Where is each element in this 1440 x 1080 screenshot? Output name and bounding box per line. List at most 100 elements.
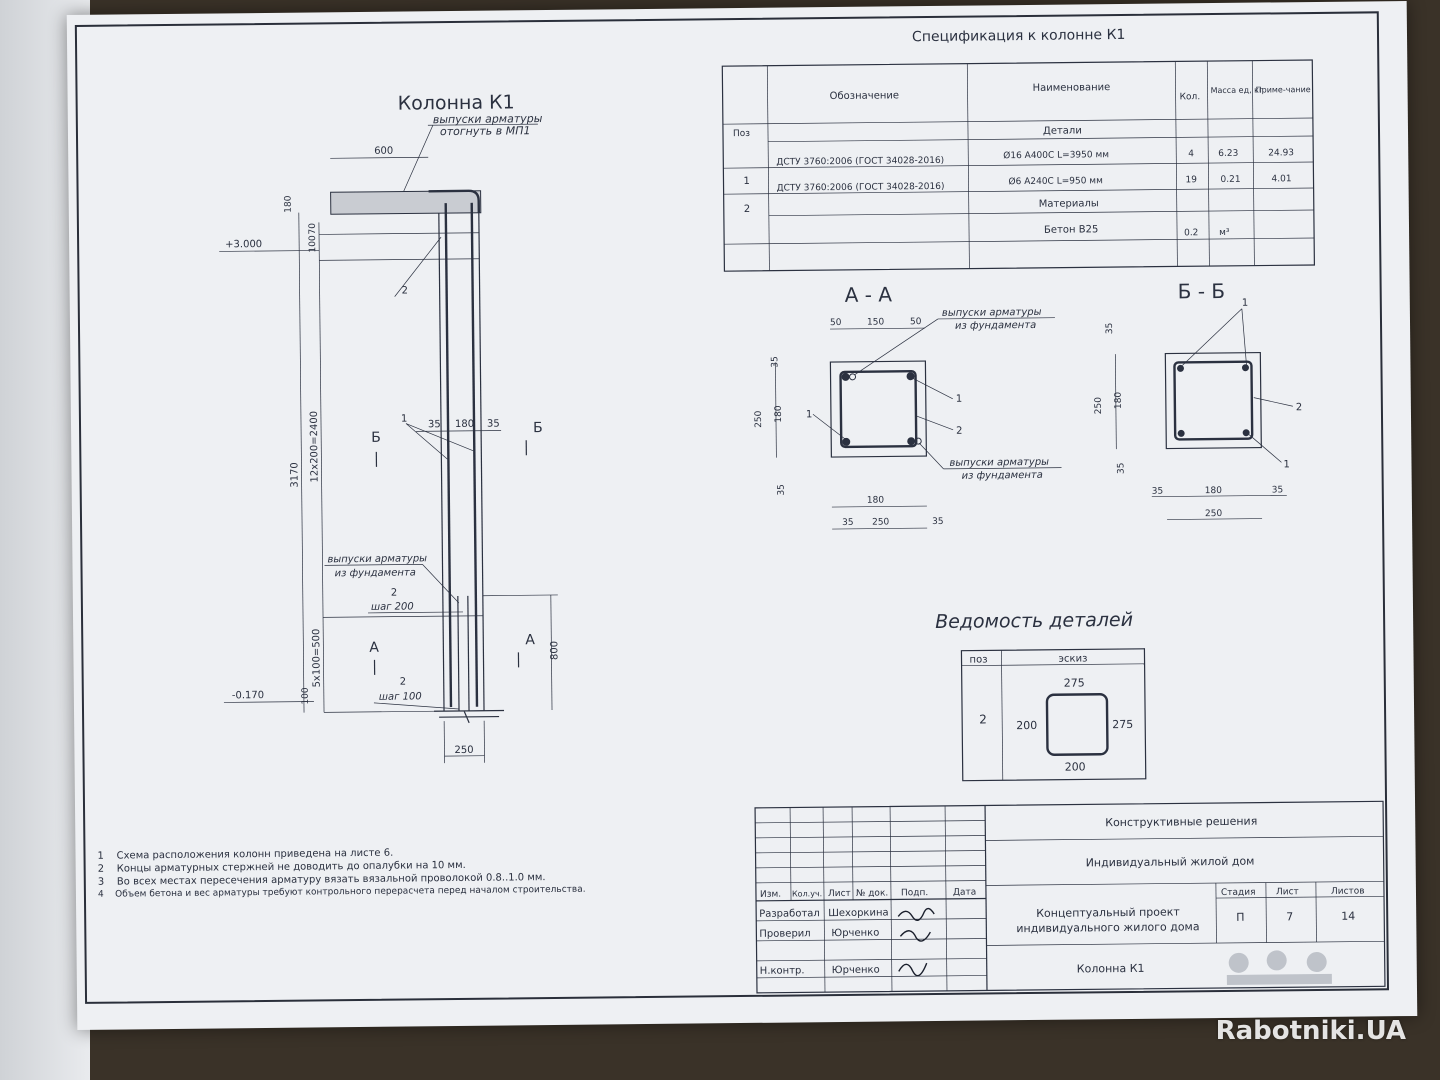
spec-material-unit: м³ xyxy=(1219,228,1230,238)
column-callout-top-2: отогнуть в МП1 xyxy=(440,124,531,138)
spec-h-pos: Поз xyxy=(733,129,750,139)
section-b-p1a-leader-2 xyxy=(1241,308,1247,365)
section-b-b250: 250 xyxy=(1205,509,1223,519)
schedule-bottom: 200 xyxy=(1065,760,1086,773)
section-b-p2-leader xyxy=(1253,397,1293,407)
step-200: шаг 200 xyxy=(371,601,414,612)
spec-table xyxy=(721,59,1316,272)
spec-h-mass: Масса ед, кг xyxy=(1211,86,1264,96)
section-a-t50a: 50 xyxy=(830,318,842,328)
rebar-left xyxy=(444,203,453,708)
section-b-l180: 180 xyxy=(1114,392,1124,410)
foundation-break xyxy=(434,709,505,724)
section-a-t50b: 50 xyxy=(910,317,922,327)
spec-row2-code: ДСТУ 3760:2006 (ГОСТ 34028-2016) xyxy=(777,182,945,194)
section-a-bar-1 xyxy=(841,372,850,381)
dim-12x200: 12x200=2400 xyxy=(309,411,321,483)
dim-250-bottom: 250 xyxy=(454,745,473,756)
section-b-p1b-leader xyxy=(1248,434,1282,463)
stamp-stage: П xyxy=(1236,911,1244,924)
spec-h-name: Наименование xyxy=(1032,82,1110,94)
section-b-left-dim xyxy=(1114,354,1117,450)
spec-row1-pos: 1 xyxy=(743,176,749,187)
title-block xyxy=(754,800,1386,994)
stamp-project-2: индивидуального жилого дома xyxy=(1016,920,1199,935)
dim-800-line xyxy=(550,595,553,711)
pos-2-mid: 2 xyxy=(391,588,397,599)
spec-material-name: Бетон В25 xyxy=(1044,224,1098,236)
column-callout-top-1: выпуски арматуры xyxy=(433,112,543,126)
dim-width-line xyxy=(416,430,502,432)
stamp-role-1: Разработал xyxy=(759,908,820,920)
spec-row2-note: 4.01 xyxy=(1271,174,1291,184)
section-a-b35b: 35 xyxy=(932,517,944,527)
starter-bar-left xyxy=(457,595,460,711)
section-b-l250: 250 xyxy=(1094,397,1104,415)
section-a-l180: 180 xyxy=(774,405,784,423)
section-b-outline xyxy=(1164,351,1262,450)
level-bottom: -0.170 xyxy=(232,690,264,701)
spec-group-details: Детали xyxy=(1043,125,1082,136)
column-callout-mid-2: из фундамента xyxy=(335,567,416,579)
stamp-role-3: Н.контр. xyxy=(760,965,805,976)
dim-35-left: 35 xyxy=(428,419,441,430)
dim-180-top: 180 xyxy=(284,195,294,213)
level-top: +3.000 xyxy=(225,239,262,250)
level-bottom-line xyxy=(223,701,314,703)
pos-2-top-leader xyxy=(394,236,442,297)
section-a-p2: 2 xyxy=(956,426,962,437)
callout-mid-underline xyxy=(324,563,423,566)
section-a-callout2-leader xyxy=(918,442,944,470)
stamp-stage-h: Стадия xyxy=(1221,888,1256,898)
schedule-top: 275 xyxy=(1064,676,1085,689)
section-a-starter-1 xyxy=(849,373,857,381)
spec-row1-code: ДСТУ 3760:2006 (ГОСТ 34028-2016) xyxy=(776,156,944,168)
section-b-l35b: 35 xyxy=(1116,463,1126,475)
pos-2-bottom: 2 xyxy=(400,677,406,688)
step-100: шаг 100 xyxy=(379,691,422,702)
stamp-sheet-h: Лист xyxy=(1276,887,1299,897)
column-edge-left xyxy=(438,213,445,712)
drawing-canvas: Колонна К1 выпуски арматуры отогнуть в М… xyxy=(219,27,1386,994)
column-edge-right xyxy=(478,212,485,711)
schedule-h-pos: поз xyxy=(969,654,987,665)
section-a-b250: 250 xyxy=(872,517,890,527)
schedule-h-sketch: эскиз xyxy=(1058,653,1087,664)
stamp-col-izm: Изм. xyxy=(760,890,781,900)
dim-100: 100 xyxy=(308,235,318,253)
section-b-stirrup xyxy=(1173,360,1254,441)
section-a-callout2-2: из фундамента xyxy=(962,470,1043,482)
section-b-bar-1 xyxy=(1176,364,1184,372)
schedule-table xyxy=(960,648,1147,782)
section-a-l250: 250 xyxy=(754,410,764,428)
column-callout-mid-1: выпуски арматуры xyxy=(327,553,427,565)
dim-5x100: 5x100=500 xyxy=(311,629,323,688)
section-a-bottom-dim-2 xyxy=(832,527,928,530)
section-a-l35a: 35 xyxy=(770,356,780,368)
stamp-col-doc: № док. xyxy=(856,888,888,898)
section-a-bar-4 xyxy=(907,437,916,446)
spec-row2-pos: 2 xyxy=(744,204,750,215)
section-a-callout1-2: из фундамента xyxy=(955,320,1036,332)
section-b-bottom-dim-1 xyxy=(1151,494,1287,498)
section-b-bar-3 xyxy=(1177,429,1185,437)
spec-title: Спецификация к колонне К1 xyxy=(912,27,1126,45)
stirrup-1 xyxy=(319,232,480,235)
step-100-line xyxy=(373,702,460,710)
section-a-p1b: 1 xyxy=(806,409,812,420)
section-b-title: Б - Б xyxy=(1178,279,1226,303)
spec-row1-name: Ø16 А400С L=3950 мм xyxy=(1003,149,1109,161)
section-a-callout1-line xyxy=(937,317,1055,320)
stamp-role-2: Проверил xyxy=(759,928,810,940)
section-a-left: А xyxy=(369,640,379,656)
dim-35-right: 35 xyxy=(487,419,500,430)
section-a-bottom-dim-1 xyxy=(831,505,927,508)
starter-bar-right xyxy=(467,595,470,711)
section-b-p1a-leader xyxy=(1182,308,1243,366)
spec-row1-qty: 4 xyxy=(1188,149,1194,159)
section-a-l35b: 35 xyxy=(777,484,787,496)
section-b-p2: 2 xyxy=(1296,402,1302,413)
drawing-sheet: Колонна К1 выпуски арматуры отогнуть в М… xyxy=(66,1,1418,1030)
dim-180-mid: 180 xyxy=(455,419,474,430)
stamp-section: Конструктивные решения xyxy=(1105,815,1257,830)
